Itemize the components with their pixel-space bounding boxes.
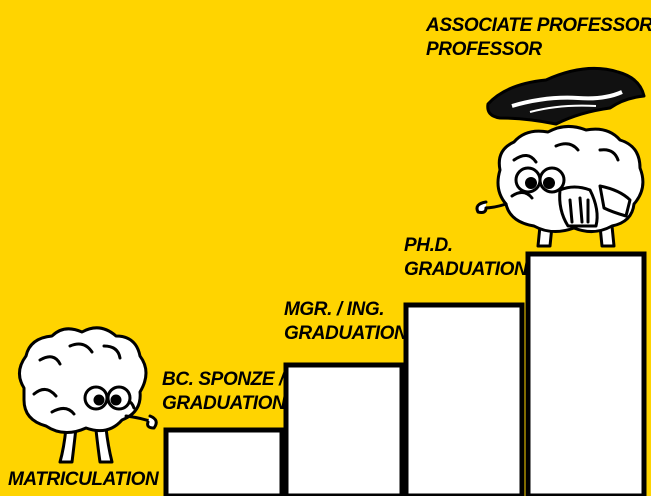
stage-label-bachelor: Bc. Sponze / Graduation — [162, 368, 286, 416]
stage-label-line: Matriculation — [8, 469, 159, 490]
stage-label-line: Mgr. / Ing. — [284, 299, 385, 320]
step-professor — [525, 251, 647, 496]
stage-label-master: Mgr. / Ing. Graduation — [284, 298, 408, 346]
stage-label-line: Ph.D. — [404, 235, 453, 256]
brain-professor-icon — [475, 125, 645, 248]
stage-label-line: Associate Professor / — [426, 15, 651, 36]
brain-student-icon — [18, 326, 158, 464]
tricorn-hat-icon — [486, 66, 646, 126]
stage-label-line: Graduation — [404, 259, 528, 280]
step-master — [283, 362, 405, 496]
stage-label-line: Bc. Sponze / — [162, 369, 284, 390]
stage-label-phd: Ph.D. Graduation — [404, 234, 528, 282]
stage-label-line: Professor — [426, 39, 542, 60]
stage-label-line: Graduation — [284, 323, 408, 344]
stage-label-professor: Associate Professor / Professor — [426, 14, 651, 62]
step-phd — [403, 302, 525, 496]
stage-label-line: Graduation — [162, 393, 286, 414]
stage-label-matriculation: Matriculation — [8, 468, 159, 492]
step-bachelor — [163, 427, 285, 496]
